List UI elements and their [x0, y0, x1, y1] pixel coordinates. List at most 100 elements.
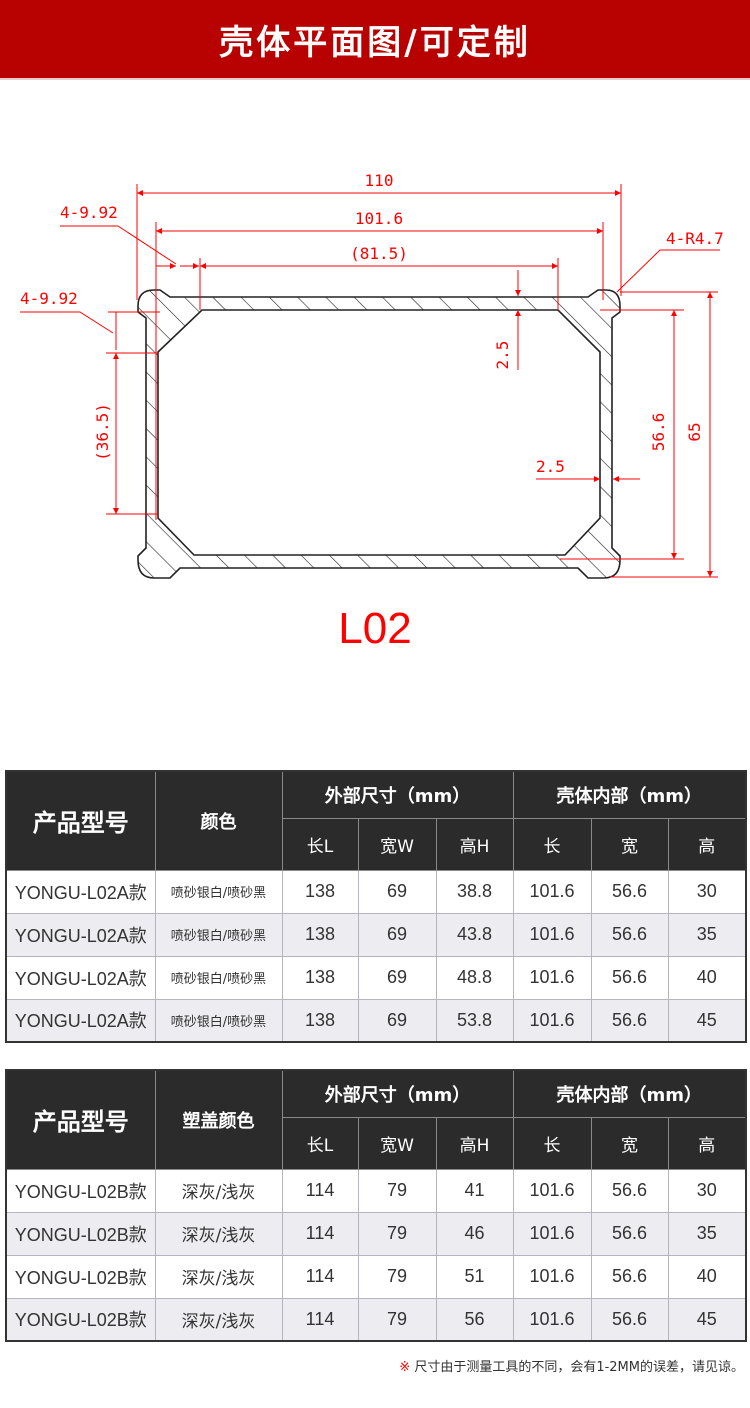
cell-model: YONGU-L02B款 — [5, 1254, 156, 1299]
table-row: YONGU-L02B款 深灰/浅灰 114 79 46 101.6 56.6 3… — [5, 1211, 747, 1256]
cell-ext-l: 138 — [281, 869, 359, 914]
cell-int-h: 45 — [667, 1297, 747, 1342]
cell-ext-w: 69 — [357, 955, 437, 1000]
cell-int-w: 56.6 — [590, 1254, 669, 1299]
header-external: 外部尺寸（mm） — [281, 1069, 514, 1118]
dim-overall-height: 65 — [685, 422, 704, 441]
cell-int-l: 101.6 — [512, 1297, 592, 1342]
cell-ext-h: 41 — [435, 1168, 514, 1213]
cell-int-h: 40 — [667, 1254, 747, 1299]
cell-int-l: 101.6 — [512, 955, 592, 1000]
header-cover-color: 塑盖颜色 — [154, 1069, 283, 1170]
cell-ext-l: 114 — [281, 1254, 359, 1299]
cell-ext-w: 79 — [357, 1168, 437, 1213]
table-row: YONGU-L02A款 喷砂银白/喷砂黑 138 69 53.8 101.6 5… — [5, 998, 747, 1043]
header-int-h: 高 — [667, 1116, 747, 1170]
banner-title: 壳体平面图/可定制 — [219, 22, 531, 63]
tolerance-note: ※ 尺寸由于测量工具的不同，会有1-2MM的误差，请见谅。 — [399, 1356, 744, 1375]
dim-wall-top: 2.5 — [493, 341, 512, 370]
cell-int-l: 101.6 — [512, 869, 592, 914]
dim-inner-height: 56.6 — [649, 413, 668, 452]
cell-int-w: 56.6 — [590, 1297, 669, 1342]
cell-model: YONGU-L02A款 — [5, 998, 156, 1043]
enclosure-cross-section-drawing: 110 101.6 (81.5) 4-9.92 4-9.92 4-R4.7 2.… — [20, 171, 724, 579]
section-banner: 壳体平面图/可定制 — [0, 0, 750, 80]
cell-int-w: 56.6 — [590, 955, 669, 1000]
cell-model: YONGU-L02B款 — [5, 1168, 156, 1213]
cell-color: 深灰/浅灰 — [154, 1168, 283, 1213]
spec-table-b: 产品型号 塑盖颜色 外部尺寸（mm） 壳体内部（mm） 长L 宽W 高H 长 宽… — [5, 1069, 748, 1342]
cell-int-l: 101.6 — [512, 912, 592, 957]
cell-ext-w: 79 — [357, 1297, 437, 1342]
cell-ext-h: 43.8 — [435, 912, 514, 957]
dim-corner-radius: 4-R4.7 — [666, 229, 724, 248]
cell-ext-w: 79 — [357, 1211, 437, 1256]
table-row: YONGU-L02B款 深灰/浅灰 114 79 51 101.6 56.6 4… — [5, 1254, 747, 1299]
cell-ext-l: 138 — [281, 955, 359, 1000]
dim-chamfer-top: 4-9.92 — [60, 203, 118, 222]
cell-int-l: 101.6 — [512, 998, 592, 1043]
header-ext-h: 高H — [435, 817, 514, 871]
cell-ext-l: 114 — [281, 1211, 359, 1256]
profile-shape — [137, 289, 621, 579]
cell-int-w: 56.6 — [590, 912, 669, 957]
header-int-w: 宽 — [590, 1116, 669, 1170]
header-model: 产品型号 — [5, 1069, 156, 1170]
header-int-w: 宽 — [590, 817, 669, 871]
reference-mark-icon: ※ — [399, 1360, 411, 1375]
tolerance-note-text: 尺寸由于测量工具的不同，会有1-2MM的误差，请见谅。 — [410, 1360, 744, 1375]
cell-ext-l: 114 — [281, 1297, 359, 1342]
cell-ext-w: 79 — [357, 1254, 437, 1299]
cell-ext-h: 46 — [435, 1211, 514, 1256]
cell-int-l: 101.6 — [512, 1254, 592, 1299]
cell-int-h: 30 — [667, 1168, 747, 1213]
cell-ext-w: 69 — [357, 998, 437, 1043]
header-internal: 壳体内部（mm） — [512, 1069, 747, 1118]
cell-ext-w: 69 — [357, 869, 437, 914]
cell-model: YONGU-L02B款 — [5, 1297, 156, 1342]
header-model: 产品型号 — [5, 770, 156, 871]
cell-int-w: 56.6 — [590, 1168, 669, 1213]
dim-wall-side: 2.5 — [536, 457, 565, 476]
header-ext-l: 长L — [281, 817, 359, 871]
header-external: 外部尺寸（mm） — [281, 770, 514, 819]
cell-ext-h: 38.8 — [435, 869, 514, 914]
dim-slot-height: (36.5) — [93, 403, 112, 461]
dim-chamfer-side: 4-9.92 — [20, 289, 78, 308]
cell-ext-h: 56 — [435, 1297, 514, 1342]
header-ext-l: 长L — [281, 1116, 359, 1170]
cell-int-h: 35 — [667, 912, 747, 957]
cell-ext-h: 51 — [435, 1254, 514, 1299]
cell-color: 喷砂银白/喷砂黑 — [154, 955, 283, 1000]
header-ext-w: 宽W — [357, 1116, 437, 1170]
dim-inner-length: 101.6 — [355, 209, 403, 228]
table-row: YONGU-L02A款 喷砂银白/喷砂黑 138 69 48.8 101.6 5… — [5, 955, 747, 1000]
dim-overall-length: 110 — [365, 171, 394, 190]
cell-int-w: 56.6 — [590, 998, 669, 1043]
table-row: YONGU-L02B款 深灰/浅灰 114 79 41 101.6 56.6 3… — [5, 1168, 747, 1213]
spec-table-a: 产品型号 颜色 外部尺寸（mm） 壳体内部（mm） 长L 宽W 高H 长 宽 高… — [5, 770, 748, 1043]
table-row: YONGU-L02B款 深灰/浅灰 114 79 56 101.6 56.6 4… — [5, 1297, 747, 1342]
header-internal: 壳体内部（mm） — [512, 770, 747, 819]
cell-ext-h: 53.8 — [435, 998, 514, 1043]
cell-ext-w: 69 — [357, 912, 437, 957]
cell-color: 喷砂银白/喷砂黑 — [154, 998, 283, 1043]
cell-color: 深灰/浅灰 — [154, 1211, 283, 1256]
cell-color: 深灰/浅灰 — [154, 1254, 283, 1299]
model-label: L02 — [338, 604, 412, 653]
cell-int-w: 56.6 — [590, 869, 669, 914]
cell-int-w: 56.6 — [590, 1211, 669, 1256]
cell-int-h: 45 — [667, 998, 747, 1043]
cell-model: YONGU-L02A款 — [5, 869, 156, 914]
cell-ext-l: 114 — [281, 1168, 359, 1213]
table-row: YONGU-L02A款 喷砂银白/喷砂黑 138 69 38.8 101.6 5… — [5, 869, 747, 914]
header-int-h: 高 — [667, 817, 747, 871]
cell-model: YONGU-L02A款 — [5, 912, 156, 957]
header-int-l: 长 — [512, 817, 592, 871]
header-color: 颜色 — [154, 770, 283, 871]
cell-ext-h: 48.8 — [435, 955, 514, 1000]
table-row: YONGU-L02A款 喷砂银白/喷砂黑 138 69 43.8 101.6 5… — [5, 912, 747, 957]
cell-model: YONGU-L02B款 — [5, 1211, 156, 1256]
cell-color: 深灰/浅灰 — [154, 1297, 283, 1342]
cell-int-h: 30 — [667, 869, 747, 914]
